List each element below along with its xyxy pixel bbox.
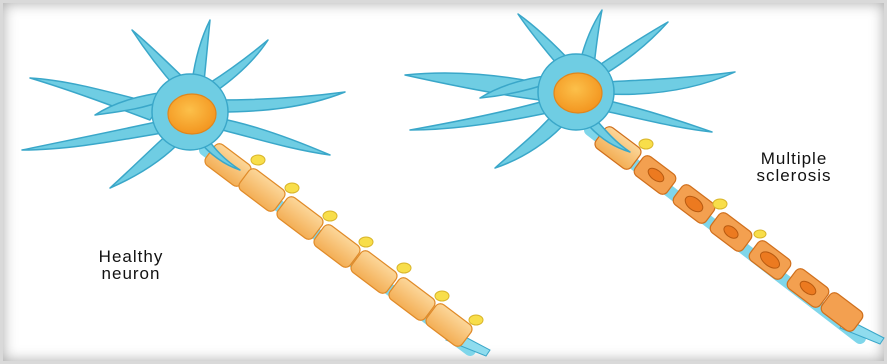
healthy-neuron-icon (22, 20, 490, 356)
healthy-neuron-label: Healthy neuron (76, 248, 186, 282)
healthy-label-line-2: neuron (76, 265, 186, 282)
ms-neuron-label: Multiple sclerosis (734, 150, 854, 184)
ms-label-line-2: sclerosis (734, 167, 854, 184)
healthy-label-line-1: Healthy (76, 248, 186, 265)
ms-label-line-1: Multiple (734, 150, 854, 167)
